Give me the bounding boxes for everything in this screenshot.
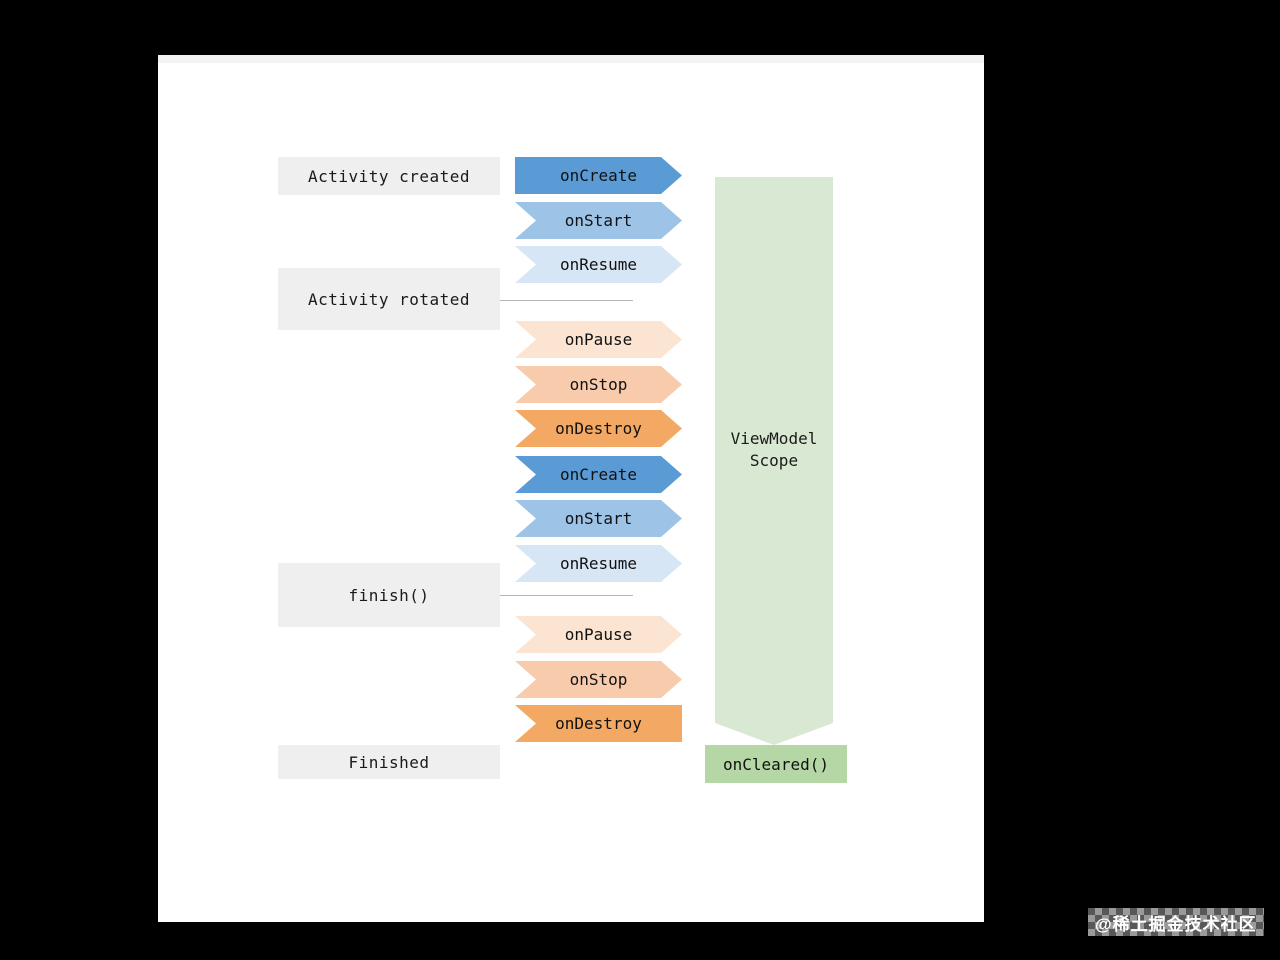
viewmodel-scope-label-line1: ViewModel [730, 429, 818, 448]
lifecycle-arrow-onresume-1: onResume [515, 246, 682, 283]
state-label-activity-created: Activity created [278, 157, 500, 195]
lifecycle-arrow-onstart-2: onStart [515, 500, 682, 537]
state-label-activity-rotated: Activity rotated [278, 268, 500, 330]
state-label-finish: finish() [278, 563, 500, 627]
lifecycle-arrow-ondestroy-2: onDestroy [515, 705, 682, 742]
lifecycle-arrow-onstop-1: onStop [515, 366, 682, 403]
page-top-strip [158, 55, 984, 63]
watermark-badge: @稀土掘金技术社区 [1088, 908, 1264, 936]
diagram-page: Activity created Activity rotated finish… [158, 55, 984, 922]
lifecycle-arrow-onpause-1: onPause [515, 321, 682, 358]
connector-line-rotated [500, 300, 633, 301]
lifecycle-arrow-onresume-2: onResume [515, 545, 682, 582]
lifecycle-arrow-ondestroy-1: onDestroy [515, 410, 682, 447]
lifecycle-arrow-onstart-1: onStart [515, 202, 682, 239]
oncleared-box: onCleared() [705, 745, 847, 783]
lifecycle-arrow-onstop-2: onStop [515, 661, 682, 698]
state-label-finished: Finished [278, 745, 500, 779]
lifecycle-arrow-oncreate-2: onCreate [515, 456, 682, 493]
connector-line-finish [500, 595, 633, 596]
lifecycle-arrow-onpause-2: onPause [515, 616, 682, 653]
viewmodel-scope-label: ViewModel Scope [715, 177, 833, 723]
viewmodel-scope-arrow: ViewModel Scope [715, 177, 833, 745]
viewmodel-scope-label-line2: Scope [749, 451, 799, 470]
lifecycle-arrow-oncreate-1: onCreate [515, 157, 682, 194]
